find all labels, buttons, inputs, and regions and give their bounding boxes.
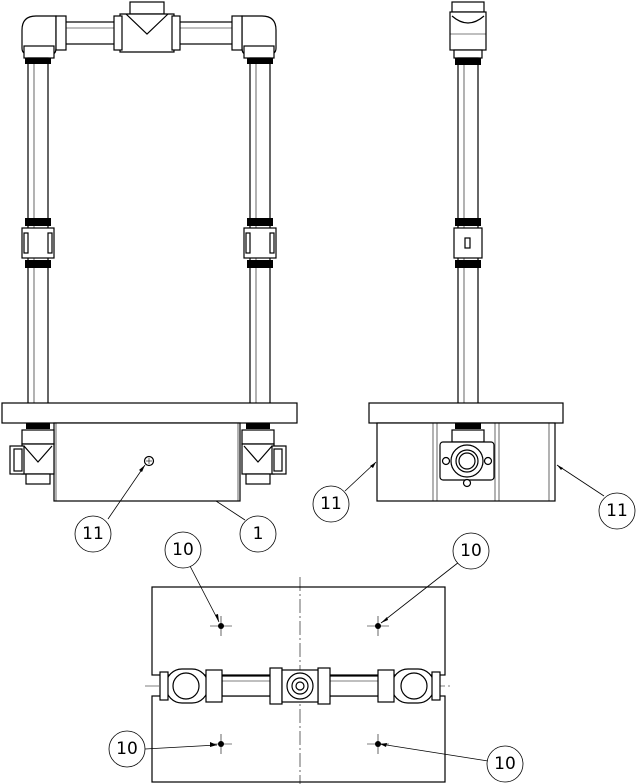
callout-label: 11 bbox=[320, 494, 342, 514]
side-view bbox=[368, 1, 564, 502]
top-left-elbow bbox=[165, 668, 209, 704]
callout-circle bbox=[239, 515, 277, 553]
tee-body bbox=[119, 13, 175, 53]
top-lower-block bbox=[151, 695, 446, 783]
callout-circle bbox=[452, 532, 490, 570]
front-view bbox=[1, 1, 298, 502]
screw-hole bbox=[367, 616, 389, 636]
top-callouts: 10 10 10 10 bbox=[108, 531, 524, 783]
callout-label: 1 bbox=[253, 524, 264, 544]
callout-circle bbox=[164, 531, 202, 569]
top-pipe-left bbox=[63, 21, 121, 45]
callout-circle bbox=[74, 515, 112, 553]
callout-label: 10 bbox=[116, 739, 138, 759]
callout-circle bbox=[108, 730, 146, 768]
top-pipe-left bbox=[221, 675, 273, 697]
front-callouts: 11 1 bbox=[74, 464, 277, 553]
callout-circle bbox=[486, 745, 524, 783]
side-callouts: 11 11 bbox=[312, 461, 636, 530]
callout-circle bbox=[598, 492, 636, 530]
top-pipe-right bbox=[327, 675, 381, 697]
top-pipe-right bbox=[177, 21, 235, 45]
callout-label: 11 bbox=[82, 524, 104, 544]
tee-cap bbox=[129, 1, 165, 15]
callout-label: 10 bbox=[172, 540, 194, 560]
callout-label: 10 bbox=[494, 754, 516, 774]
callout-circle bbox=[312, 485, 350, 523]
screw-hole bbox=[210, 616, 232, 636]
side-top-fitting bbox=[449, 11, 487, 51]
top-right-elbow bbox=[391, 668, 435, 704]
top-view bbox=[145, 577, 452, 784]
front-top-plate bbox=[1, 402, 298, 424]
callout-label: 11 bbox=[606, 501, 628, 521]
top-upper-block bbox=[151, 586, 446, 676]
side-top-plate bbox=[368, 402, 564, 424]
callout-label: 10 bbox=[460, 541, 482, 561]
